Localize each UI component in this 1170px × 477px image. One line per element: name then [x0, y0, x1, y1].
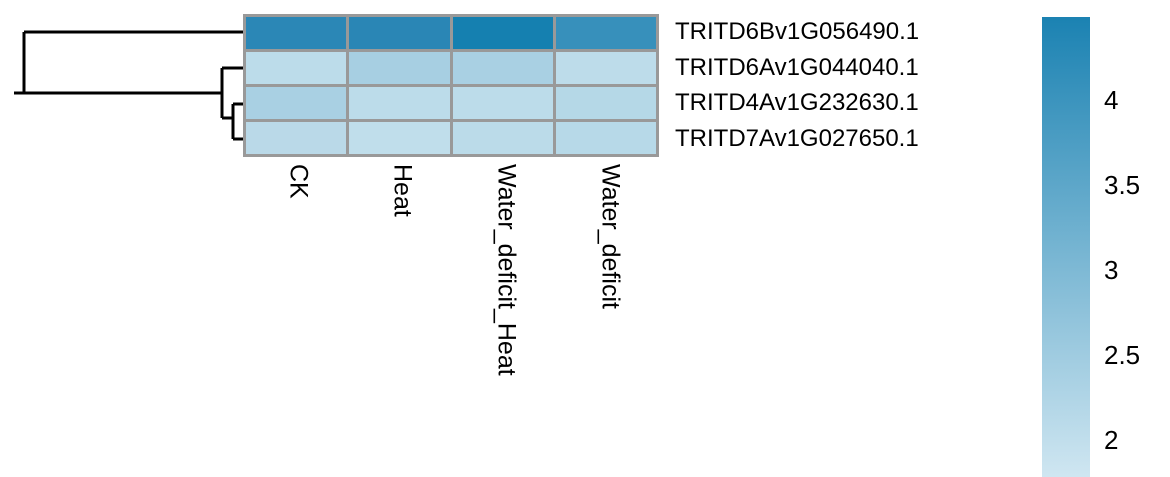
heatmap-cell — [246, 122, 347, 154]
column-label-slot: Water_deficit — [555, 160, 659, 477]
heatmap-cell — [452, 87, 553, 119]
row-label: TRITD7Av1G027650.1 — [675, 125, 919, 153]
row-label: TRITD6Bv1G056490.1 — [675, 17, 920, 45]
colorbar-tick-label: 4 — [1104, 84, 1119, 115]
column-label: Water_deficit_Heat — [492, 164, 521, 376]
heatmap-grid — [243, 14, 659, 157]
heatmap-cell — [349, 17, 450, 49]
heatmap-cell — [349, 87, 450, 119]
column-label-slot: Water_deficit_Heat — [451, 160, 555, 477]
heatmap-cell — [555, 52, 656, 84]
row-dendrogram — [14, 30, 243, 141]
heatmap-cell — [452, 17, 553, 49]
column-label: Water_deficit — [596, 164, 625, 309]
row-label-list: TRITD6Bv1G056490.1 TRITD6Av1G044040.1 TR… — [675, 14, 1025, 157]
column-label-slot: Heat — [347, 160, 451, 477]
row-label: TRITD6Av1G044040.1 — [675, 53, 919, 81]
colorbar: 4 3.5 3 2.5 2 — [1042, 17, 1170, 477]
heatmap-cell — [452, 122, 553, 154]
heatmap-cell — [452, 52, 553, 84]
colorbar-tick-label: 2.5 — [1104, 340, 1141, 371]
heatmap-cell — [555, 87, 656, 119]
column-label-slot: CK — [243, 160, 347, 477]
colorbar-tick-label: 3.5 — [1104, 169, 1141, 200]
colorbar-gradient — [1042, 17, 1090, 477]
heatmap-cell — [246, 17, 347, 49]
heatmap-cell — [246, 87, 347, 119]
heatmap-cell — [349, 122, 450, 154]
column-label-list: CK Heat Water_deficit_Heat Water_deficit — [243, 160, 659, 477]
heatmap-cell — [246, 52, 347, 84]
heatmap-cell — [555, 122, 656, 154]
heatmap-cell — [349, 52, 450, 84]
column-label: Heat — [388, 164, 417, 217]
heatmap-cell — [555, 17, 656, 49]
colorbar-tick-label: 3 — [1104, 255, 1119, 285]
row-label: TRITD4Av1G232630.1 — [675, 89, 919, 117]
colorbar-tick-label: 2 — [1104, 425, 1119, 456]
column-label: CK — [284, 164, 313, 199]
